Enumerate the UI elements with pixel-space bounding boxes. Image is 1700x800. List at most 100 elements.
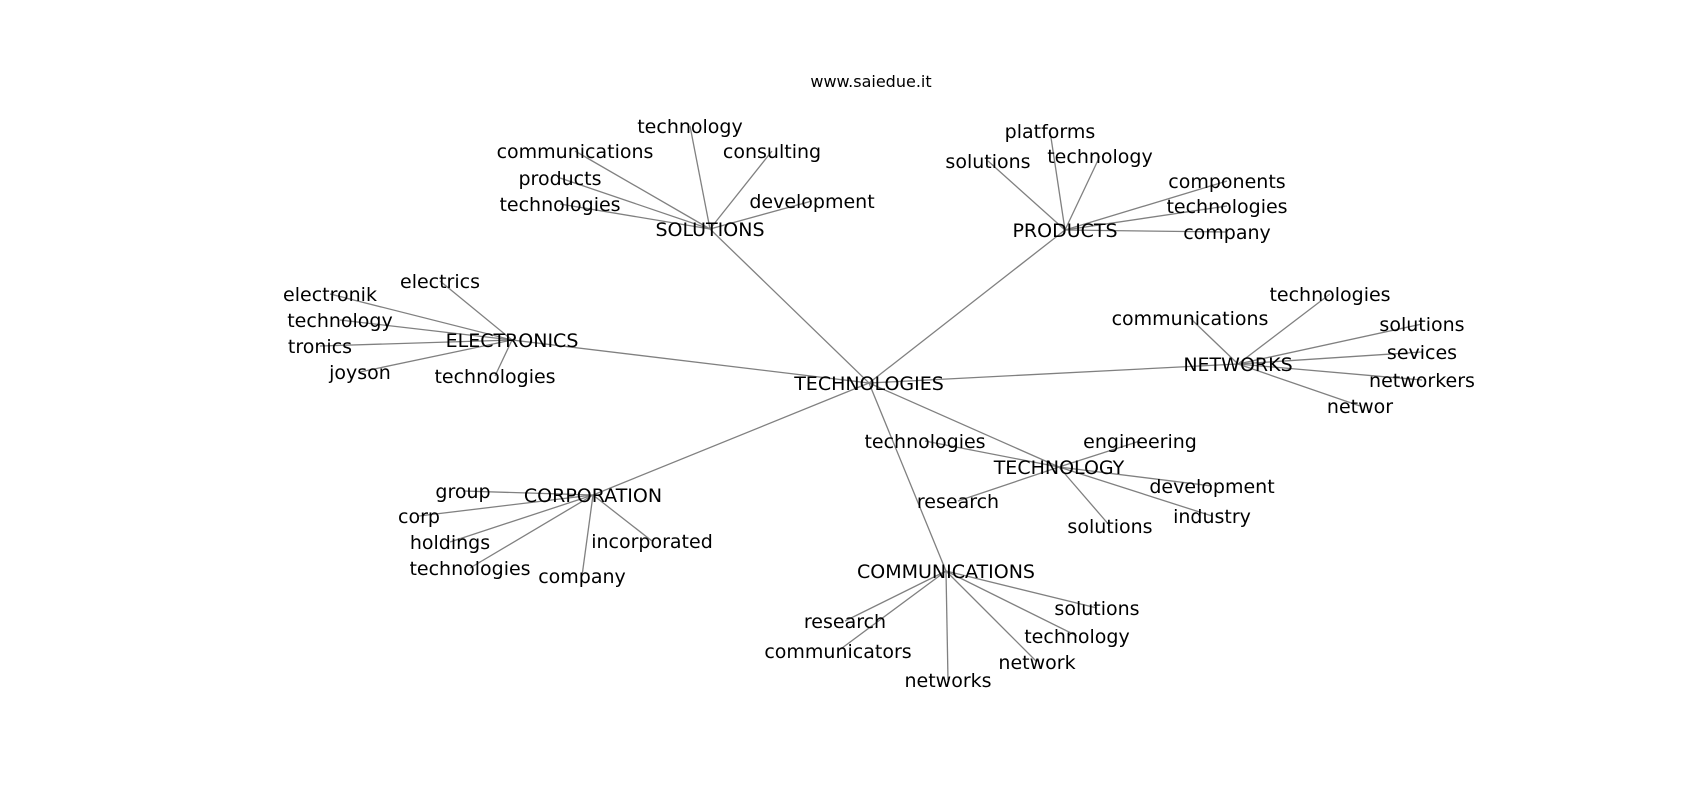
edge-ele-ele3 (339, 319, 513, 341)
node-label-tec2: technologies (864, 431, 985, 453)
edge-root-sol (709, 228, 870, 384)
node-label-prod2: technology (1047, 146, 1153, 168)
node-label-ele3: technology (287, 310, 393, 332)
edge-root-ele (511, 339, 870, 384)
node-label-ele4: tronics (288, 336, 352, 358)
node-label-com5: network (998, 652, 1075, 674)
node-label-sol: SOLUTIONS (656, 219, 765, 241)
node-label-root: TECHNOLOGIES (793, 373, 944, 395)
node-label-tec: TECHNOLOGY (993, 457, 1125, 479)
edge-com-com5 (945, 570, 1038, 663)
node-label-tec6: solutions (1067, 516, 1152, 538)
node-label-sol1: technology (637, 116, 743, 138)
edge-ele-ele5 (359, 339, 513, 373)
node-label-tec1: engineering (1083, 431, 1197, 453)
node-label-sol2: communications (497, 141, 654, 163)
edge-prod-prod4 (987, 160, 1066, 231)
node-label-ele1: electrics (400, 271, 480, 293)
edge-sol-sol5 (559, 203, 711, 230)
edge-tec-tec1 (1058, 440, 1141, 468)
edge-tec-tec3 (1058, 466, 1213, 487)
node-label-net3: solutions (1379, 314, 1464, 336)
node-label-ele6: technologies (434, 366, 555, 388)
node-label-sol6: development (749, 191, 874, 213)
node-label-cor5: technologies (409, 558, 530, 580)
edge-ele-ele6 (494, 339, 513, 377)
node-label-prod: PRODUCTS (1012, 220, 1117, 242)
edge-ele-ele4 (319, 339, 513, 347)
edge-com-com1 (945, 570, 1098, 609)
edge-root-tec (868, 382, 1060, 468)
node-label-com4: communicators (764, 641, 911, 663)
edge-root-prod (868, 229, 1066, 384)
edge-net-net2 (1237, 293, 1331, 365)
node-label-prod1: platforms (1005, 121, 1096, 143)
edge-prod-prod2 (1064, 155, 1101, 231)
edge-root-com (868, 382, 947, 572)
edge-tec-tec5 (1058, 466, 1213, 517)
node-label-net6: networ (1327, 396, 1393, 418)
edge-cor-cor3 (449, 494, 594, 543)
node-label-net1: communications (1112, 308, 1269, 330)
node-label-net5: networkers (1369, 370, 1475, 392)
edge-ele-ele2 (329, 293, 513, 341)
node-label-ele2: electronik (283, 284, 377, 306)
node-label-sol5: technologies (499, 194, 620, 216)
edge-net-net1 (1189, 317, 1239, 365)
edge-tec-tec4 (957, 466, 1060, 502)
edge-sol-sol4 (559, 177, 711, 230)
edge-net-net5 (1237, 363, 1423, 381)
edge-net-net3 (1237, 323, 1423, 365)
node-label-prod4: solutions (945, 151, 1030, 173)
edge-root-cor (592, 382, 870, 496)
edge-cor-cor2 (418, 494, 594, 517)
node-label-prod6: company (1183, 222, 1271, 244)
node-label-tec5: industry (1173, 506, 1251, 528)
node-label-tec4: research (917, 491, 999, 513)
node-label-com1: solutions (1054, 598, 1139, 620)
node-label-net: NETWORKS (1183, 354, 1292, 376)
node-label-prod3: components (1168, 171, 1285, 193)
edge-com-com2 (844, 570, 947, 622)
node-label-sol4: products (519, 168, 602, 190)
edges-layer (319, 125, 1423, 681)
edge-net-net4 (1237, 351, 1423, 365)
node-label-tec3: development (1149, 476, 1274, 498)
edge-root-net (868, 363, 1239, 384)
node-label-cor4: incorporated (591, 531, 713, 553)
edge-net-net6 (1237, 363, 1361, 407)
edge-sol-sol3 (709, 150, 773, 230)
edge-sol-sol6 (709, 200, 813, 230)
edge-prod-prod3 (1064, 180, 1228, 231)
edge-com-com4 (837, 570, 947, 652)
edge-cor-cor5 (469, 494, 594, 569)
node-label-cor6: company (538, 566, 626, 588)
node-label-com: COMMUNICATIONS (857, 561, 1035, 583)
node-label-prod5: technologies (1166, 196, 1287, 218)
node-label-ele: ELECTRONICS (446, 330, 579, 352)
node-label-cor1: group (435, 481, 490, 503)
node-label-sol3: consulting (723, 141, 821, 163)
edge-sol-sol1 (689, 125, 711, 230)
edge-cor-cor4 (592, 494, 653, 542)
edge-cor-cor1 (462, 490, 594, 496)
edge-tec-tec2 (924, 440, 1060, 468)
node-label-cor: CORPORATION (524, 485, 662, 507)
edge-prod-prod6 (1064, 229, 1228, 233)
labels-layer: TECHNOLOGIES SOLUTIONS technology communica… (283, 116, 1475, 692)
node-label-cor2: corp (398, 506, 440, 528)
node-label-com6: networks (904, 670, 991, 692)
diagram-title: www.saiedue.it (810, 72, 932, 91)
node-label-cor3: holdings (410, 532, 490, 554)
edge-com-com3 (945, 570, 1078, 637)
edge-ele-ele1 (439, 280, 513, 341)
node-label-com2: research (804, 611, 886, 633)
node-label-com3: technology (1024, 626, 1130, 648)
edge-sol-sol2 (574, 150, 711, 230)
edge-prod-prod1 (1049, 130, 1066, 231)
node-label-net4: sevices (1387, 342, 1457, 364)
edge-prod-prod5 (1064, 205, 1228, 231)
node-label-net2: technologies (1269, 284, 1390, 306)
edge-cor-cor6 (581, 494, 594, 577)
